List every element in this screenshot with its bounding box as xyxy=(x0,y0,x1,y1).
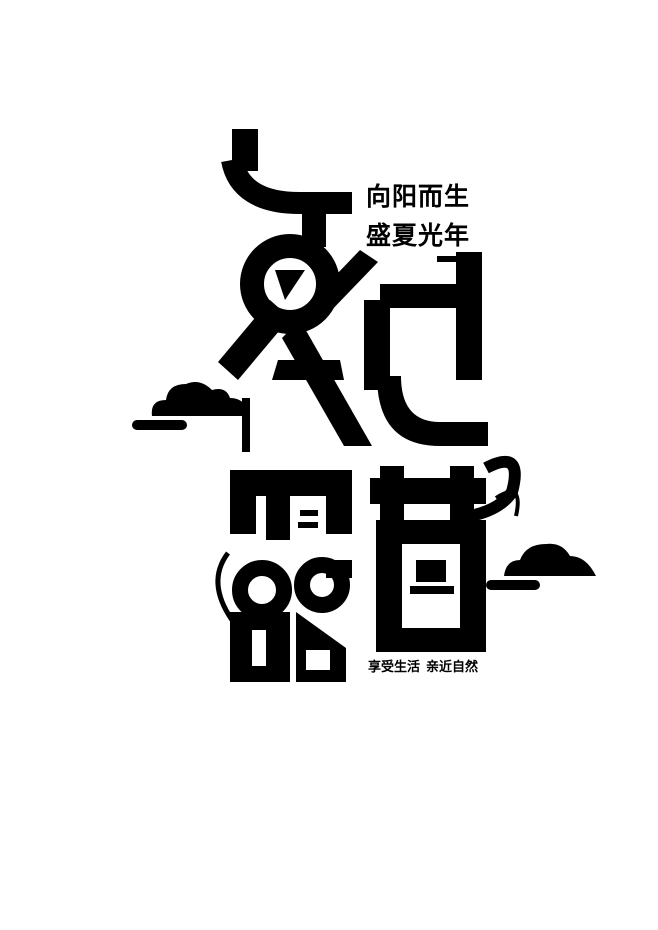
slogan-part-1: 享受生活 xyxy=(368,660,421,675)
cloud-icon xyxy=(132,382,250,430)
cloud-icon xyxy=(486,543,596,590)
tagline-line-2: 盛夏光年 xyxy=(366,221,471,250)
tagline-line-1: 向阳而生 xyxy=(366,182,471,211)
slogan-part-2: 亲近自然 xyxy=(426,660,479,675)
title-glyph-xia xyxy=(218,129,378,452)
title-glyph-ying xyxy=(370,455,521,652)
title-glyph-lu xyxy=(215,470,352,682)
slogan: 享受生活亲近自然 xyxy=(368,661,478,674)
title-glyph-ri xyxy=(364,252,488,446)
